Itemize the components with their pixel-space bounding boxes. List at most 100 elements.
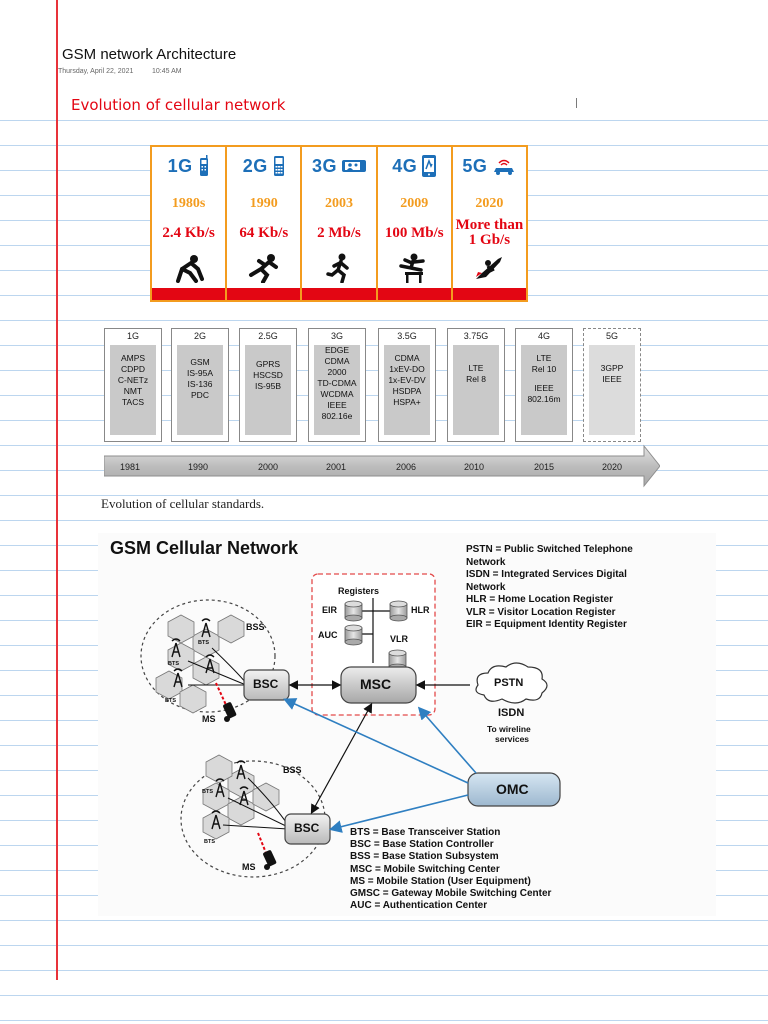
video-call-icon bbox=[342, 160, 367, 172]
gsm-network-diagram[interactable]: GSM Cellular Network PSTN = Public Switc… bbox=[98, 533, 716, 916]
connected-car-icon bbox=[494, 159, 515, 175]
mobile-station-icon bbox=[263, 850, 277, 870]
standard-item: LTE bbox=[468, 363, 484, 373]
generation-speed: More than 1 Gb/s bbox=[453, 215, 526, 249]
legend-line: BSC = Base Station Controller bbox=[350, 839, 494, 851]
standard-item: HSPA+ bbox=[393, 397, 421, 407]
legend-top: PSTN = Public Switched Telephone Network… bbox=[466, 544, 633, 632]
page-title[interactable]: GSM network Architecture bbox=[62, 46, 237, 63]
margin-line bbox=[56, 0, 58, 980]
legend-line: MS = Mobile Station (User Equipment) bbox=[350, 875, 531, 887]
wireline-label: To wireline bbox=[487, 724, 531, 734]
standard-item: IEEE bbox=[602, 374, 622, 384]
omc-node bbox=[467, 772, 561, 807]
generation-speed: 64 Kb/s bbox=[239, 224, 289, 241]
generation-3g: 3G 2003 2 Mb/s bbox=[302, 147, 378, 300]
tower-icon bbox=[201, 618, 211, 638]
bts-label: BTS bbox=[202, 789, 213, 795]
standard-generation-label: 1G bbox=[126, 331, 139, 341]
generation-year: 2003 bbox=[325, 196, 353, 211]
standard-generation-label: 2G bbox=[193, 331, 206, 341]
mobile-station-icon bbox=[223, 702, 237, 722]
tower-icon bbox=[236, 760, 246, 780]
standard-item: C-NETz bbox=[117, 375, 149, 385]
legend-line: EIR = Equipment Identity Register bbox=[466, 619, 627, 630]
legend-line: PSTN = Public Switched Telephone bbox=[466, 544, 633, 555]
standard-item: LTE bbox=[536, 353, 552, 363]
standard-item: AMPS bbox=[120, 353, 146, 363]
database-icon bbox=[389, 600, 408, 622]
standard-item: 3GPP bbox=[600, 363, 624, 373]
page-date: Thursday, April 22, 2021 bbox=[58, 68, 134, 75]
legend-line: GMSC = Gateway Mobile Switching Center bbox=[350, 888, 552, 900]
generation-name: 3G bbox=[312, 155, 338, 176]
tower-icon bbox=[239, 786, 249, 806]
generation-year: 1990 bbox=[249, 196, 278, 211]
hlr-label: HLR bbox=[411, 605, 430, 615]
standard-item: IEEE bbox=[534, 383, 554, 393]
speed-line-1: More than bbox=[455, 217, 524, 233]
bts-label: BTS bbox=[204, 839, 215, 845]
standard-generation-label: 3.5G bbox=[397, 331, 417, 341]
legend-line: HLR = Home Location Register bbox=[466, 594, 613, 605]
red-bar bbox=[302, 288, 376, 300]
auc-label: AUC bbox=[318, 630, 338, 640]
timeline-year: 2000 bbox=[257, 462, 279, 472]
bsc-label: BSC bbox=[294, 821, 320, 835]
standard-item: IS-95A bbox=[187, 368, 213, 378]
ms-label: MS bbox=[242, 862, 256, 872]
generation-5g: 5G 2020 More than 1 Gb/s bbox=[452, 147, 527, 300]
registers-label: Registers bbox=[338, 586, 380, 596]
timeline-arrow bbox=[104, 444, 660, 488]
tower-icon bbox=[173, 668, 183, 688]
standard-item: 802.16e bbox=[321, 411, 353, 421]
database-icon bbox=[344, 624, 363, 646]
standard-item: IS-95B bbox=[255, 381, 281, 391]
bts-label: BTS bbox=[165, 698, 176, 704]
timeline-year: 1990 bbox=[187, 462, 209, 472]
legend-line: ISDN = Integrated Services Digital bbox=[466, 569, 627, 580]
legend-line: Network bbox=[466, 581, 506, 593]
legend-line: BTS = Base Transceiver Station bbox=[350, 827, 501, 838]
standard-item: TACS bbox=[121, 397, 145, 407]
generation-name: 1G bbox=[167, 155, 193, 176]
standard-item: 1x-EV-DV bbox=[388, 375, 426, 385]
standard-generation-label: 4G bbox=[537, 331, 550, 341]
generations-table[interactable]: 1G 1980s 2.4 Kb/s 2G 1990 64 Kb/s 3G 200… bbox=[150, 145, 528, 302]
standard-item: CDPD bbox=[120, 364, 146, 374]
eir-label: EIR bbox=[322, 605, 338, 615]
standard-item: GSM bbox=[190, 357, 210, 367]
generation-year: 2020 bbox=[475, 196, 504, 211]
timeline-year: 1981 bbox=[119, 462, 141, 472]
red-bar bbox=[452, 288, 527, 300]
standard-item: EDGE bbox=[324, 345, 350, 355]
bss-cluster-bottom bbox=[180, 754, 326, 878]
standard-item: Rel 10 bbox=[531, 364, 557, 374]
page-time: 10:45 AM bbox=[152, 68, 182, 75]
generation-name: 5G bbox=[462, 155, 488, 176]
red-bar bbox=[227, 288, 301, 300]
crouching-runner-icon bbox=[175, 255, 204, 283]
omc-label: OMC bbox=[496, 781, 529, 797]
timeline-year: 2001 bbox=[325, 462, 347, 472]
keypad-phone-icon bbox=[273, 156, 284, 176]
mobile-phone-icon bbox=[199, 155, 208, 176]
timeline-year: 2020 bbox=[601, 462, 623, 472]
bss-cluster-top bbox=[140, 599, 276, 714]
smartphone-icon bbox=[422, 155, 437, 177]
section-heading[interactable]: Evolution of cellular network bbox=[71, 96, 286, 114]
standard-item: WCDMA bbox=[320, 389, 354, 399]
standard-item: GPRS bbox=[255, 359, 281, 369]
standard-item bbox=[521, 375, 567, 383]
network-drawing bbox=[140, 573, 561, 878]
standard-item: IS-136 bbox=[187, 379, 213, 389]
hurdler-icon bbox=[399, 253, 425, 283]
